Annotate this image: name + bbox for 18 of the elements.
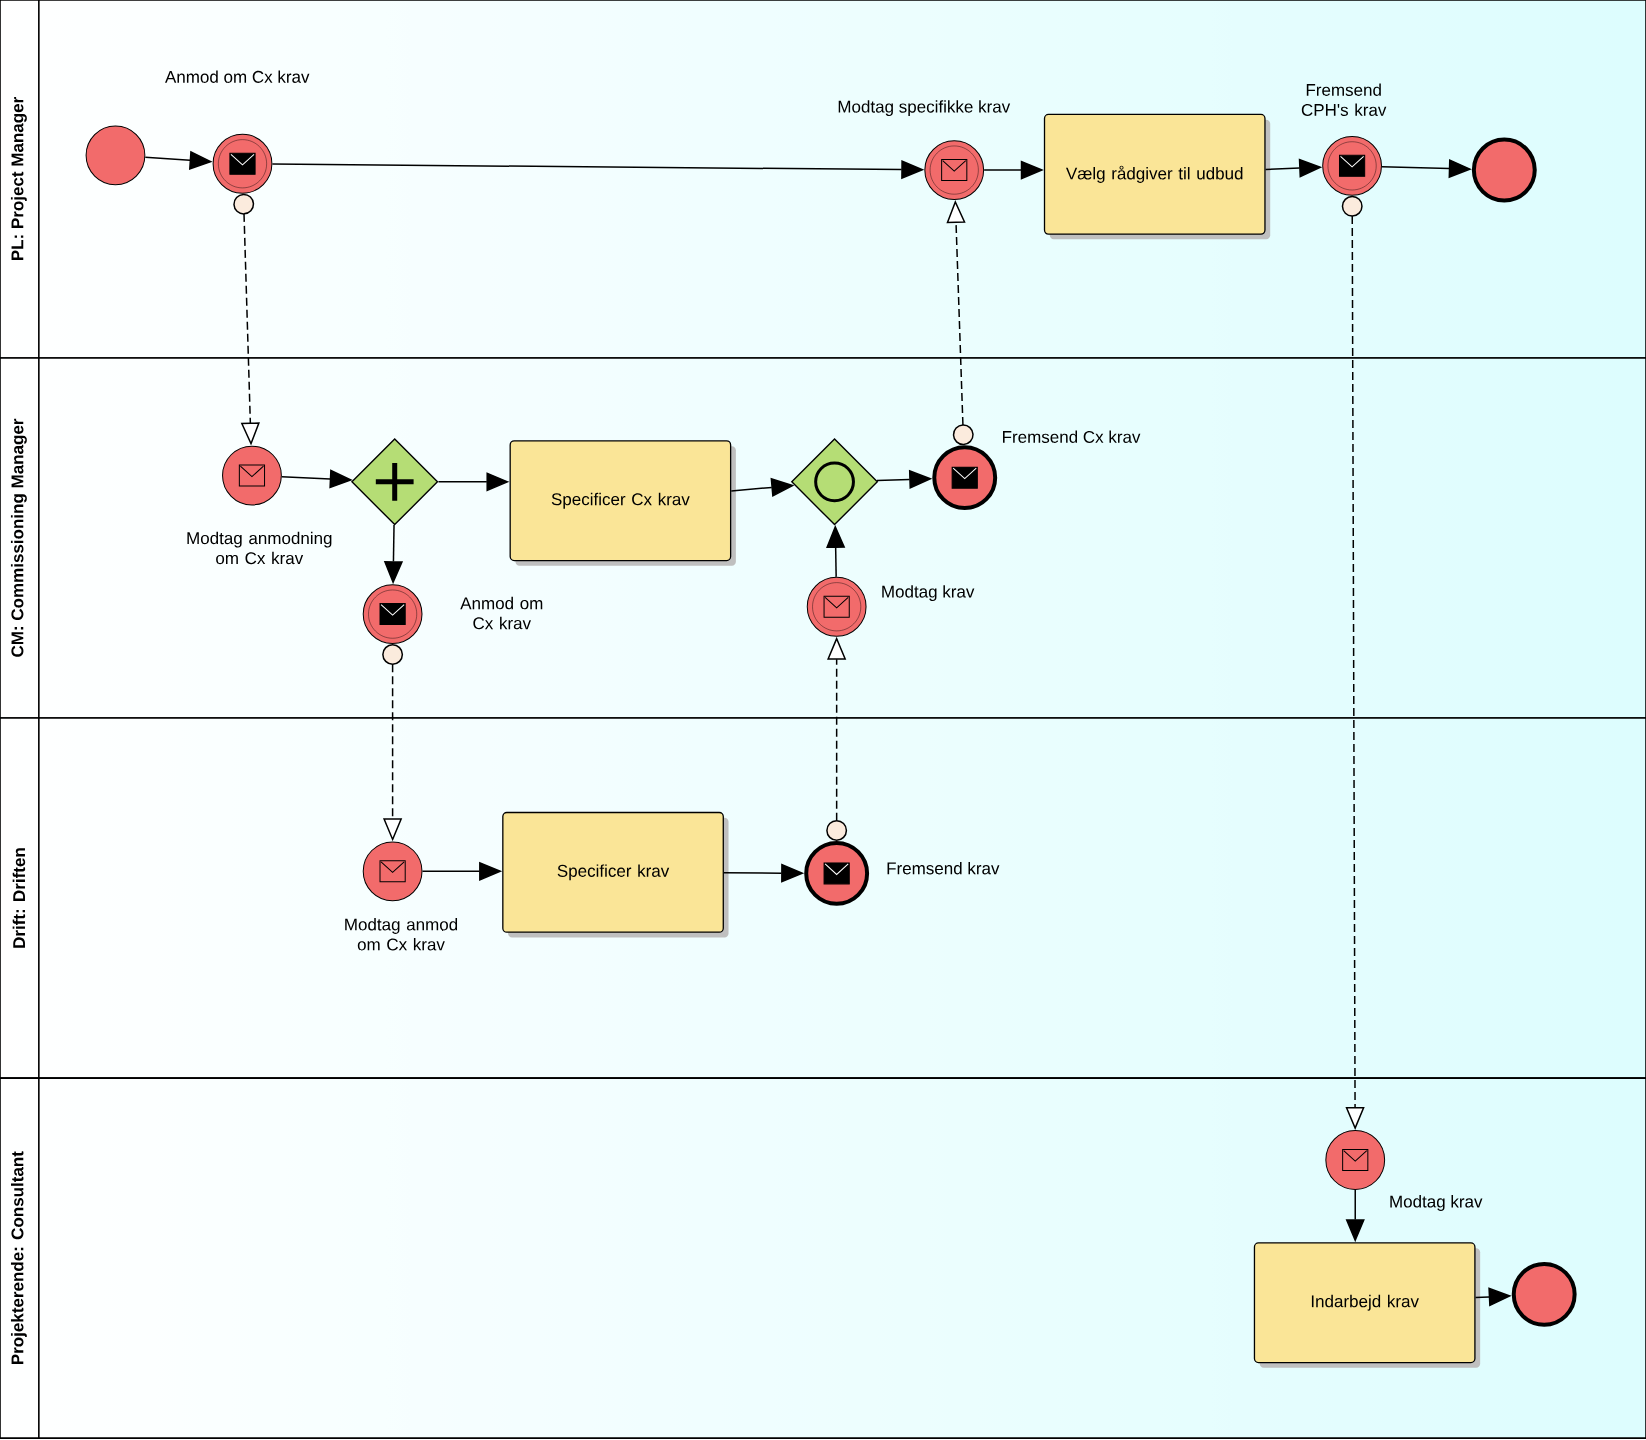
gateway-diamond	[350, 437, 439, 526]
end-event	[1511, 1261, 1577, 1327]
event-label: Fremsend CPH's krav	[1301, 83, 1387, 116]
task-box: Indarbejd krav	[1253, 1242, 1481, 1368]
event-label: Anmod om Cx krav	[460, 596, 543, 630]
event-label: Fremsend Cx krav	[1003, 430, 1141, 443]
task-box: Specificer Cx krav	[509, 440, 736, 566]
task-box: Vælg rådgiver til udbud	[1043, 113, 1271, 240]
event-label: Modtag anmod om Cx krav	[345, 917, 458, 951]
end-event	[1471, 137, 1537, 203]
start-event	[85, 125, 146, 186]
event-label: Modtag krav	[1390, 1195, 1483, 1211]
event-label: Anmod om Cx krav	[165, 70, 310, 83]
event-label: Modtag specifikke krav	[838, 100, 1011, 116]
task-box: Specificer krav	[502, 811, 729, 938]
event-label: Modtag anmodning om Cx krav	[187, 531, 332, 565]
event-label: Modtag krav	[882, 585, 975, 601]
event-label: Fremsend krav	[887, 861, 1000, 875]
